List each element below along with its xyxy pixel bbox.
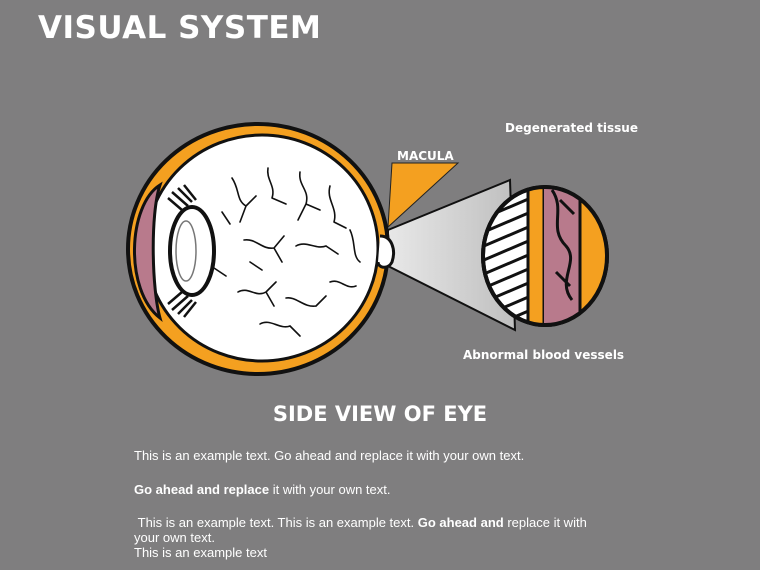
paragraph-2-rest: it with your own text.: [269, 482, 391, 497]
section-title: SIDE VIEW OF EYE: [272, 402, 488, 426]
eyeball: [126, 122, 395, 376]
label-abnormal-blood-vessels: Abnormal blood vessels: [463, 348, 625, 362]
paragraph-1: This is an example text. Go ahead and re…: [134, 448, 525, 463]
body-text: This is an example text. Go ahead and re…: [134, 448, 604, 560]
optic-nerve: [376, 234, 395, 269]
paragraph-4: This is an example text: [134, 545, 267, 560]
paragraph-2-bold: Go ahead and replace: [134, 482, 270, 497]
lens: [168, 205, 216, 297]
label-macula: MACULA: [397, 149, 454, 163]
paragraph-3-start: This is an example text. This is an exam…: [134, 515, 418, 530]
retinal-vessels: [213, 167, 361, 337]
page-title: VISUAL SYSTEM: [38, 10, 322, 46]
paragraph-3-rest: replace it with your own text.: [134, 515, 591, 545]
label-degenerated-tissue: Degenerated tissue: [505, 121, 638, 135]
paragraph-3: This is an example text. This is an exam…: [134, 515, 604, 545]
paragraph-2: Go ahead and replace it with your own te…: [134, 482, 604, 497]
magnified-macula: [481, 185, 609, 327]
paragraph-3-bold: Go ahead and: [417, 515, 504, 530]
cornea: [133, 181, 163, 323]
macula-pointer: [387, 162, 460, 229]
